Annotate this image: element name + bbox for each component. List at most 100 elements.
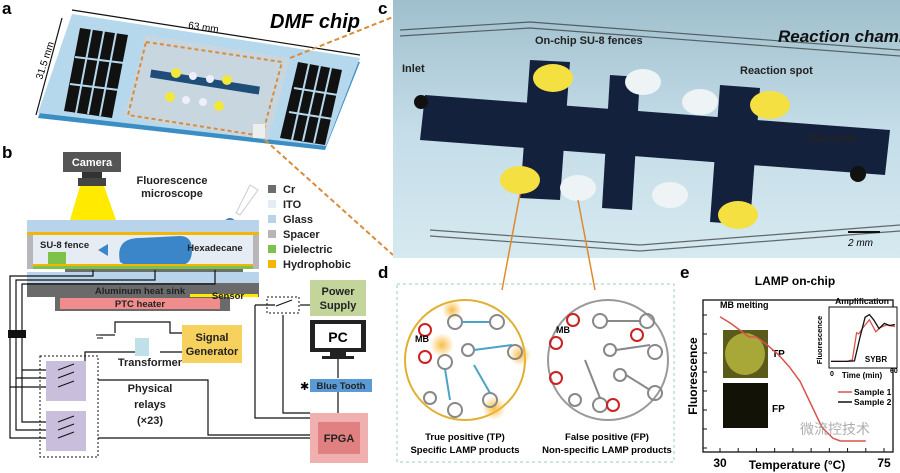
legend-label-sample-1: Sample 1 [854, 387, 892, 397]
relays-label-3: (×23) [137, 415, 163, 427]
signal-generator-label-2: Generator [186, 346, 239, 358]
wiring [9, 270, 339, 439]
panel-letter-b: b [2, 143, 12, 162]
legend-item-spacer: Spacer [268, 229, 320, 241]
inset-series-2 [831, 313, 896, 363]
relays-group [39, 355, 99, 458]
panel-letter-d: d [378, 263, 388, 282]
inlet-port [414, 95, 428, 109]
camera-label: Camera [72, 157, 113, 169]
legend-item-glass: Glass [268, 214, 313, 226]
signal-generator-label-1: Signal [195, 332, 228, 344]
melting-curve [719, 316, 866, 442]
height-dimension-arrow [35, 17, 63, 116]
pipette-icon [235, 184, 259, 216]
fp-image [723, 383, 768, 428]
inset-y-label: Fluorescence [815, 316, 824, 364]
width-dimension-label: 63 mm [187, 20, 219, 35]
chart-title: LAMP on-chip [755, 274, 835, 288]
panel-d: d MB MB True positive (TP) Specific LAMP… [378, 263, 675, 463]
droplet-shape [119, 236, 192, 265]
inset-plot-frame [828, 306, 898, 369]
mb-label-tp: MB [415, 334, 429, 344]
power-supply-label-2: Supply [320, 300, 358, 312]
panel-letter-e: e [680, 263, 689, 282]
fences-label: On-chip SU-8 fences [535, 35, 643, 47]
legend-label-sample-2: Sample 2 [854, 397, 892, 407]
panel-e: e LAMP on-chip MB melting TP FP Amplific… [680, 263, 898, 472]
inset-x-tick-0: 0 [830, 371, 834, 378]
light-cone [70, 186, 116, 220]
legend-item-ito: ITO [268, 199, 302, 211]
panel-c: c Inlet On-chip SU-8 fences Reaction spo… [378, 0, 900, 291]
panel-b: b Camera Fluorescence microscope SU-8 fe… [2, 143, 372, 463]
scale-label: 2 mm [847, 238, 873, 249]
inlet-label: Inlet [402, 63, 425, 75]
panel-letter-a: a [2, 0, 12, 18]
ptc-heater [60, 298, 220, 309]
bluetooth-box [310, 379, 372, 392]
bluetooth-label: Blue Tooth [317, 381, 366, 392]
x-tick-30: 30 [713, 456, 727, 470]
inset-x-tick-60: 60 [890, 368, 898, 375]
transformer-label: Transformer [118, 357, 183, 369]
electrode-label: Electrode [808, 133, 858, 145]
inset-title: Amplification [835, 296, 889, 306]
outlet-electrode-port [850, 166, 866, 182]
pc-label: PC [328, 329, 347, 345]
signal-generator-box [182, 325, 242, 363]
dmf-chip-illustration [38, 14, 360, 150]
legend-item-cr: Cr [268, 184, 296, 196]
panel-c-title: Reaction chamber [778, 27, 900, 46]
transformer-icon [135, 338, 149, 356]
relays-label-1: Physical [128, 383, 173, 395]
pc-monitor-icon [310, 320, 366, 359]
legend-item-dielectric: Dielectric [268, 244, 333, 256]
zoom-connector-top [289, 16, 394, 59]
tp-caption-2: Specific LAMP products [410, 445, 519, 456]
legend-label: Glass [283, 214, 313, 226]
fp-caption-2: Non-specific LAMP products [542, 445, 672, 456]
inset-annotation: SYBR [865, 355, 887, 364]
panel-a: a [2, 0, 361, 150]
legend-label: Spacer [283, 229, 320, 241]
relay-bank-1 [46, 361, 86, 401]
microscope-label-2: microscope [141, 188, 203, 200]
y-axis-label: Fluorescence [686, 337, 700, 415]
legend-label: ITO [283, 199, 302, 211]
layer-legend: Cr ITO Glass Spacer Dielectric Hydrophob… [268, 184, 351, 271]
tp-caption-1: True positive (TP) [425, 432, 505, 443]
fp-caption-1: False positive (FP) [565, 432, 649, 443]
reaction-spots-mini [165, 68, 232, 111]
power-switch [266, 296, 300, 314]
relays-label-2: relays [134, 399, 166, 411]
reaction-spots [500, 64, 790, 229]
legend-label: Hydrophobic [283, 259, 351, 271]
legend: Sample 1 Sample 2 [838, 387, 892, 407]
relay-bank-2 [46, 411, 86, 451]
tp-circle [404, 299, 526, 421]
panel-letter-c: c [378, 0, 387, 18]
legend-item-hydrophobic: Hydrophobic [268, 259, 351, 271]
x-axis-label: Temperature (°C) [749, 458, 846, 472]
legend-label: Dielectric [283, 244, 333, 256]
heat-sink [27, 283, 259, 297]
power-supply-label-1: Power [321, 286, 355, 298]
width-dimension-arrow [71, 9, 361, 56]
ptc-heater-label: PTC heater [115, 299, 165, 310]
heat-sink-label: Aluminum heat sink [95, 286, 186, 297]
su8-fence-shape [48, 252, 66, 266]
power-supply-box [310, 280, 366, 316]
panel-d-frame [396, 283, 675, 463]
x-tick-75: 75 [877, 456, 891, 470]
inset-x-label: Time (min) [842, 371, 883, 380]
microscope-label-1: Fluorescence [137, 175, 208, 187]
electrode-array [420, 60, 890, 225]
panel-a-title: DMF chip [270, 11, 360, 33]
camera-box [63, 152, 121, 172]
sensor-label: Sensor [212, 291, 245, 302]
reaction-spot-label: Reaction spot [740, 65, 813, 77]
fpga-label: FPGA [324, 433, 355, 445]
mb-label-fp: MB [556, 325, 570, 335]
